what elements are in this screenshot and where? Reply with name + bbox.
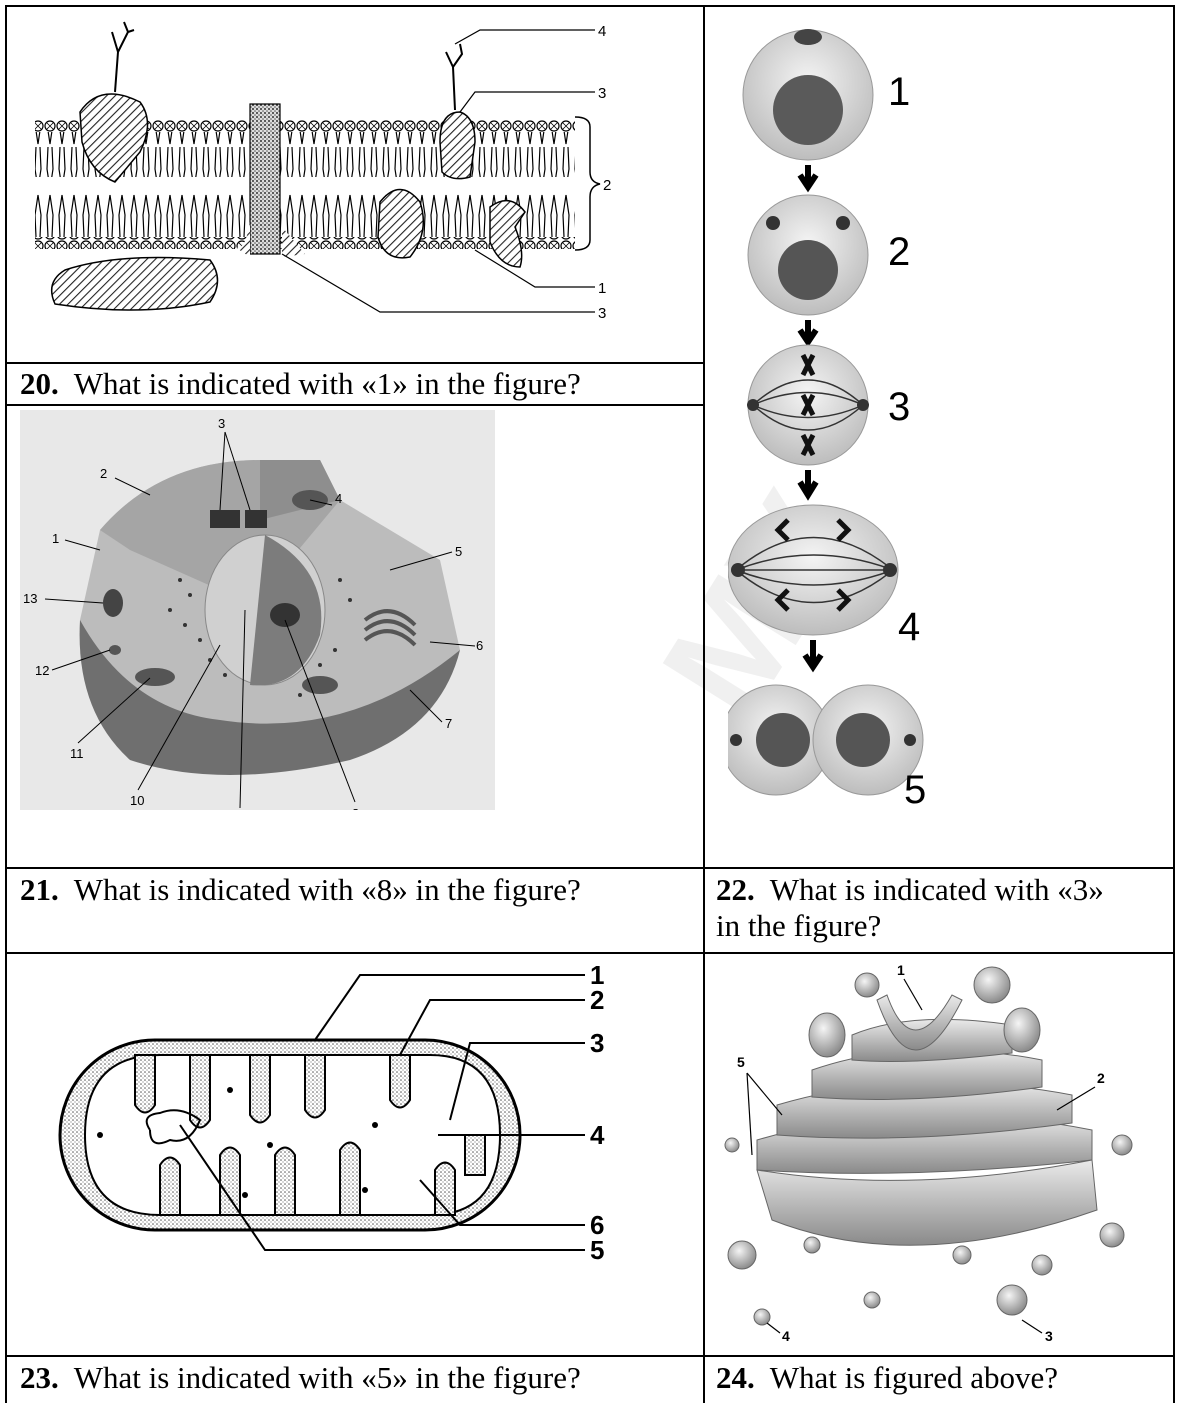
mitosis-label-4: 4	[898, 605, 920, 649]
membrane-figure: 4 3 2 1 3	[20, 12, 690, 357]
cell-label-1: 1	[52, 531, 59, 546]
membrane-label-3: 3	[598, 85, 606, 102]
mitosis-label-1: 1	[888, 70, 910, 114]
question-23: 23. What is indicated with «5» in the fi…	[20, 1360, 581, 1396]
cell-label-10: 10	[130, 793, 144, 808]
cell-label-13: 13	[23, 591, 37, 606]
question-20: 20. What is indicated with «1» in the fi…	[20, 366, 581, 402]
table-border	[5, 952, 1175, 954]
golgi-label-2: 2	[1097, 1070, 1105, 1086]
table-border	[703, 5, 705, 1403]
cell-label-4: 4	[335, 491, 342, 506]
golgi-label-1: 1	[897, 962, 905, 978]
cell-label-3: 3	[218, 416, 225, 431]
cell-label-6: 6	[476, 638, 483, 653]
mito-label-2: 2	[590, 985, 604, 1015]
question-22: 22. What is indicated with «3» in the fi…	[716, 872, 1104, 944]
question-24: 24. What is figured above?	[716, 1360, 1058, 1396]
mitosis-label-2: 2	[888, 230, 910, 274]
golgi-label-3: 3	[1045, 1328, 1053, 1344]
membrane-label-1: 1	[598, 280, 606, 297]
mito-label-4: 4	[590, 1120, 605, 1150]
cell-label-11: 11	[70, 746, 84, 761]
table-border	[5, 5, 1175, 7]
table-border	[5, 867, 1175, 869]
mitochondrion-figure: 1 2 3 4 6 5	[40, 955, 640, 1345]
membrane-label-3b: 3	[598, 305, 606, 322]
golgi-figure: 1 2 3 4 5	[712, 955, 1162, 1350]
table-border	[5, 1355, 1175, 1357]
cell-label-2: 2	[100, 466, 107, 481]
cell-label-12: 12	[35, 663, 49, 678]
cell-label-8: 8	[352, 806, 359, 810]
animal-cell-figure: 1 2 3 4 5 6 7 8 9 10 11 12 13	[20, 410, 495, 810]
cell-label-7: 7	[445, 716, 452, 731]
question-21: 21. What is indicated with «8» in the fi…	[20, 872, 581, 908]
golgi-label-4: 4	[782, 1328, 790, 1344]
cell-label-5: 5	[455, 544, 462, 559]
mitosis-figure: 1 2 3 4 5	[728, 15, 948, 815]
table-border	[1173, 5, 1175, 1403]
mito-label-3: 3	[590, 1028, 604, 1058]
golgi-label-5: 5	[737, 1054, 745, 1070]
mitosis-label-3: 3	[888, 385, 910, 429]
mito-label-5: 5	[590, 1235, 604, 1265]
mitosis-label-5: 5	[904, 768, 926, 812]
membrane-label-4: 4	[598, 23, 606, 40]
membrane-label-2: 2	[603, 177, 611, 194]
table-border	[5, 362, 705, 364]
table-border	[5, 404, 705, 406]
table-border	[5, 5, 7, 1403]
